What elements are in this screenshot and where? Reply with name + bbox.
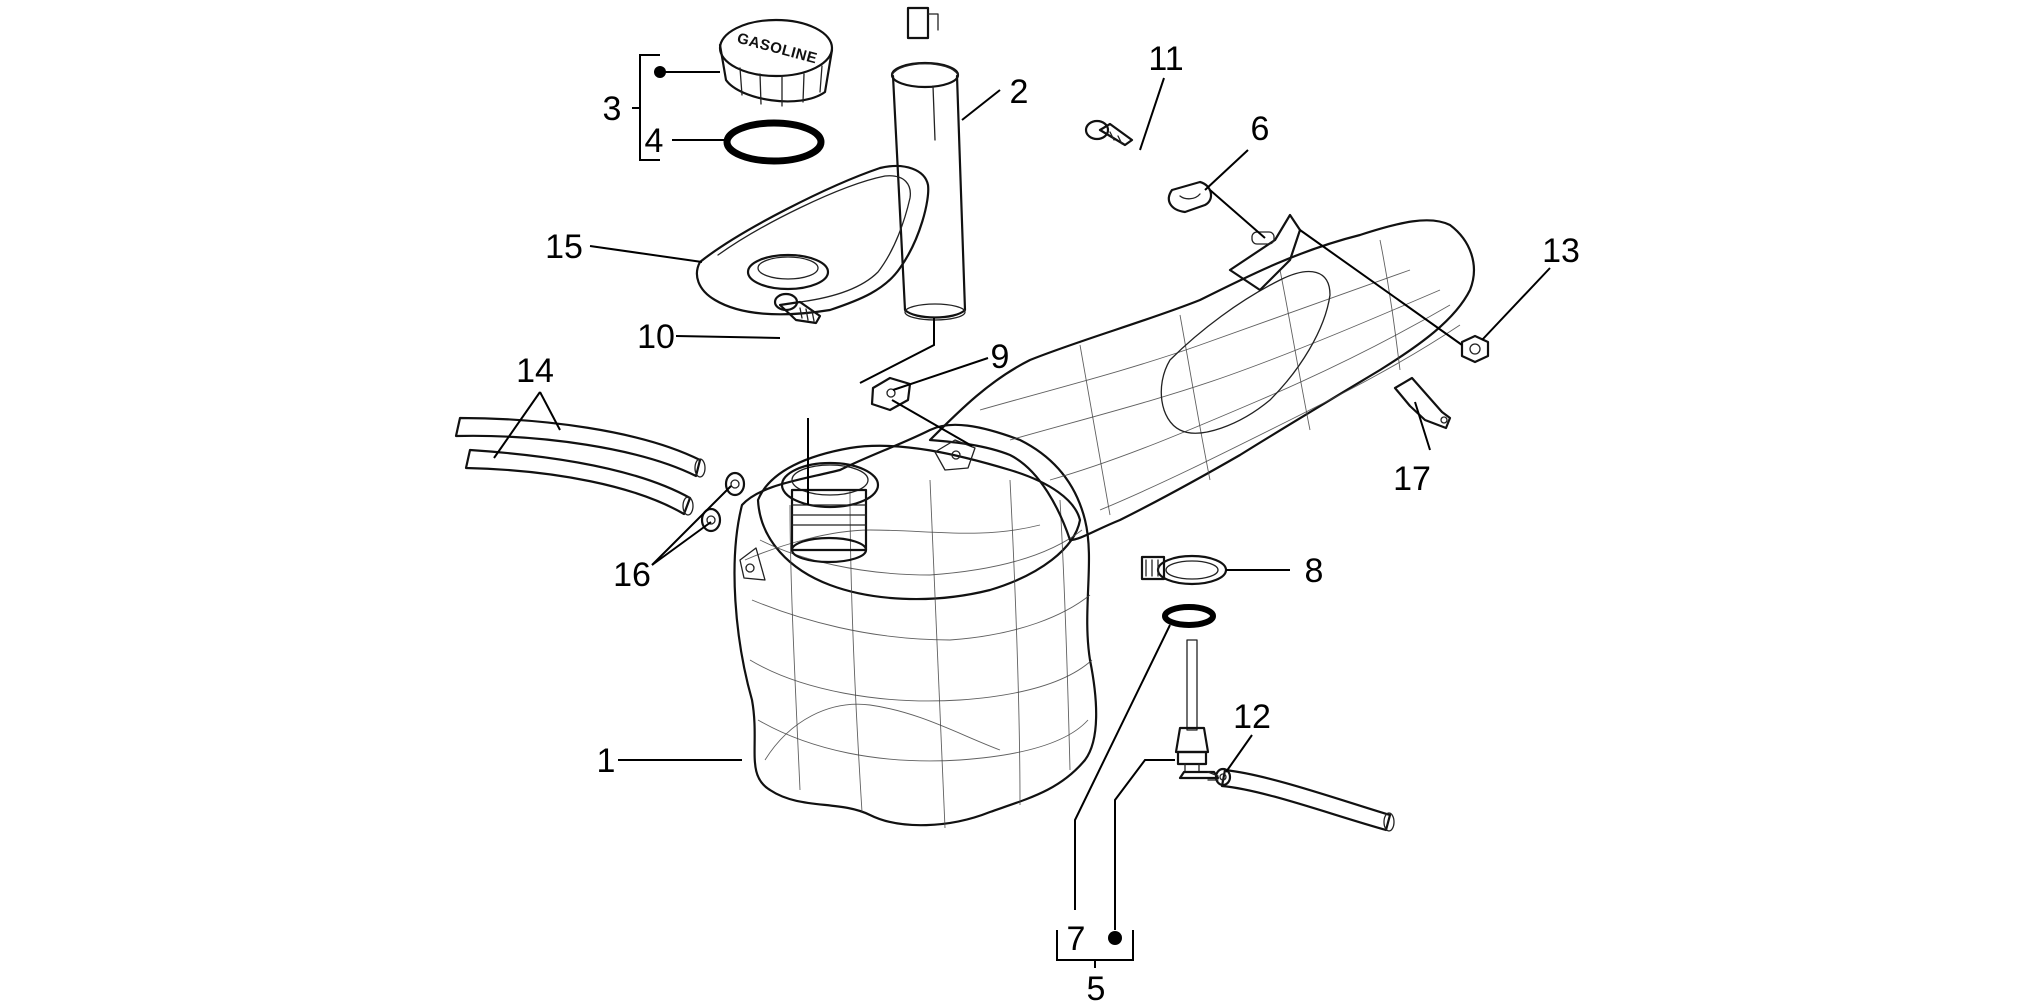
label-part-12: 12 xyxy=(1233,698,1271,736)
bracket-17 xyxy=(1393,376,1452,430)
leader-lines xyxy=(493,54,1551,968)
label-part-2: 2 xyxy=(1010,73,1029,111)
label-part-3: 3 xyxy=(603,90,622,128)
fuel-level-tube xyxy=(890,6,967,321)
label-part-5: 5 xyxy=(1087,970,1106,1007)
label-part-15: 15 xyxy=(545,228,583,266)
part-number-labels: 3 4 15 2 10 9 14 16 11 6 13 17 8 1 12 7 … xyxy=(516,40,1580,1007)
bolt-10 xyxy=(773,292,822,325)
label-part-13: 13 xyxy=(1542,232,1580,270)
label-part-6: 6 xyxy=(1251,110,1270,148)
label-part-4: 4 xyxy=(645,122,664,160)
label-part-17: 17 xyxy=(1393,460,1431,498)
filler-tray xyxy=(695,164,930,316)
label-part-7: 7 xyxy=(1067,920,1086,958)
small-bracket-clip xyxy=(870,376,912,412)
outlet-hose-with-clip xyxy=(1207,767,1395,832)
bolt-11 xyxy=(1084,119,1134,147)
label-part-10: 10 xyxy=(637,318,675,356)
label-part-11: 11 xyxy=(1148,40,1183,78)
label-part-8: 8 xyxy=(1305,552,1324,590)
sensor-seal-ring xyxy=(1162,604,1216,628)
nut-13 xyxy=(1460,334,1490,364)
cap-brand-text: GASOLINE xyxy=(735,30,819,68)
breather-hoses xyxy=(454,416,706,516)
label-part-9: 9 xyxy=(991,338,1010,376)
label-part-14: 14 xyxy=(516,352,554,390)
label-part-1: 1 xyxy=(597,742,616,780)
fuel-cap: GASOLINE xyxy=(718,18,834,107)
hose-clips-16 xyxy=(700,471,746,533)
fuel-sensor-tap xyxy=(1174,639,1220,780)
hose-clamp-8 xyxy=(1140,554,1228,586)
pipe-clip-6 xyxy=(1167,180,1213,214)
label-part-16: 16 xyxy=(613,556,651,594)
fuel-tank-body xyxy=(733,213,1475,829)
cap-seal-ring xyxy=(723,119,825,165)
